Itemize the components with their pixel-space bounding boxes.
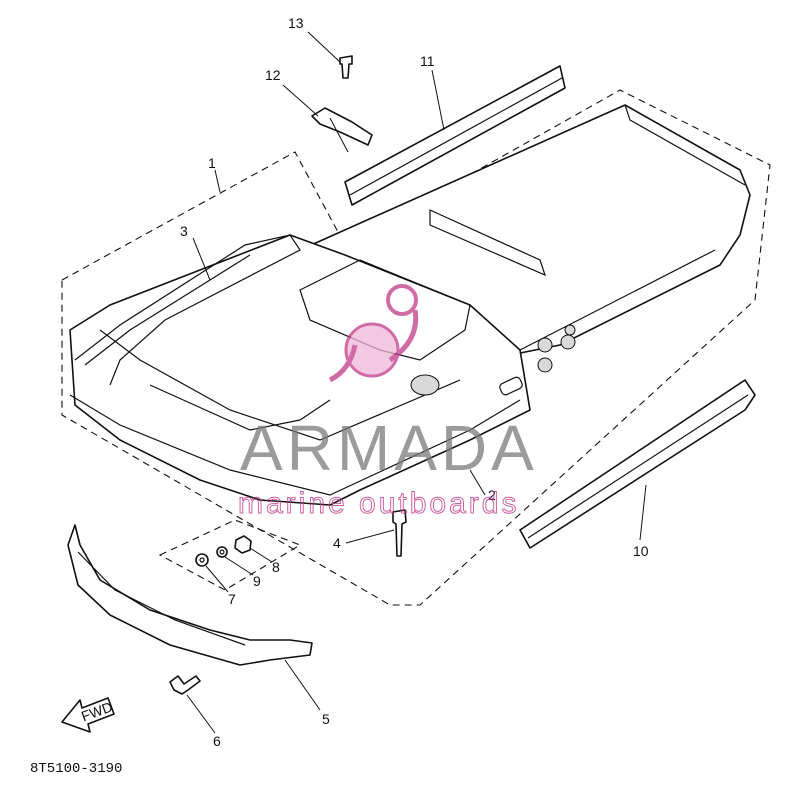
callout-6: 6	[213, 733, 221, 749]
callout-5: 5	[322, 711, 330, 727]
callout-4: 4	[333, 535, 341, 551]
seat-frame-3	[74, 234, 301, 386]
armada-watermark: ARMADA marine outboards	[238, 284, 538, 521]
callout-9: 9	[253, 573, 261, 589]
assembly-boundary-1	[61, 89, 771, 606]
bolt-6	[169, 675, 201, 695]
callout-8: 8	[272, 559, 280, 575]
washer-7	[195, 553, 209, 567]
callout-2: 2	[488, 487, 496, 503]
screw-13	[339, 55, 353, 79]
callout-11: 11	[420, 53, 435, 69]
washer-9	[216, 546, 228, 558]
callout-1: 1	[208, 155, 216, 171]
nut-8	[234, 535, 252, 554]
bracket-12	[311, 107, 373, 146]
forward-arrow-icon: FWD	[61, 697, 115, 733]
sub-boundary-7-8-9	[158, 519, 302, 591]
leader-lines	[186, 31, 647, 734]
trim-strip-11	[344, 65, 566, 206]
callout-13: 13	[288, 15, 304, 31]
callout-10: 10	[633, 543, 649, 559]
watermark-tagline: marine outboards	[238, 487, 519, 520]
mascot-logo-icon	[328, 284, 419, 383]
callout-7: 7	[228, 591, 236, 607]
bumper-5	[67, 524, 313, 666]
part-code: 8T5100-3190	[30, 761, 122, 777]
callout-12: 12	[265, 67, 281, 83]
watermark-brand: ARMADA	[240, 412, 538, 484]
trim-strip-10	[519, 379, 756, 549]
clip-4	[392, 509, 407, 557]
callout-3: 3	[180, 223, 188, 239]
